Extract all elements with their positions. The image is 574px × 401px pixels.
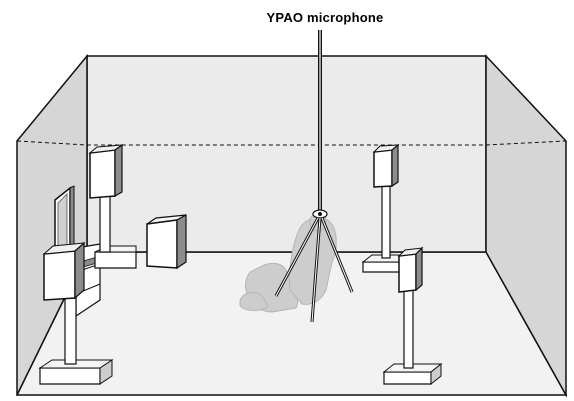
right-wall: [485, 54, 567, 398]
subwoofer: [146, 213, 187, 270]
ypao-microphone-label: YPAO microphone: [266, 10, 384, 25]
surround-left-speaker: [38, 241, 114, 385]
surround-right-speaker: [382, 246, 443, 386]
ypao-microphone: [274, 30, 354, 323]
back-wall: [86, 55, 487, 253]
front-left-speaker: [88, 143, 137, 269]
listener-chair: [239, 212, 337, 313]
listening-height-line: [16, 140, 567, 146]
